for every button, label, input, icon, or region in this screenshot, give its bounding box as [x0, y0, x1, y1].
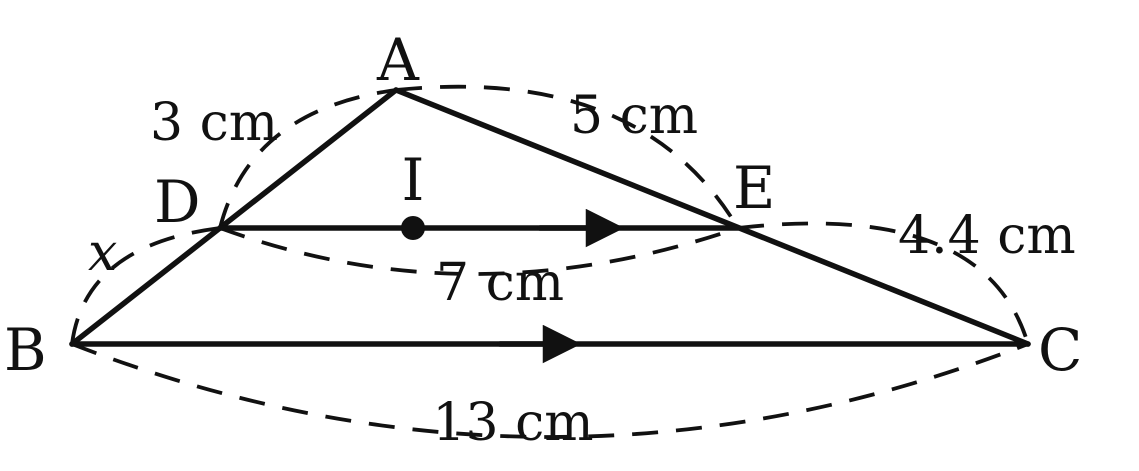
segment-ac	[393, 87, 1031, 347]
measure-db: x	[88, 223, 117, 283]
measure-bc: 13 cm	[432, 393, 593, 453]
label-a: A	[376, 26, 420, 94]
measure-ae: 5 cm	[570, 86, 698, 146]
label-e: E	[733, 154, 775, 222]
measure-de: 7 cm	[436, 253, 564, 313]
arc-de	[219, 226, 739, 276]
label-i: I	[402, 146, 425, 214]
arc-db	[70, 226, 221, 345]
point-i-dot	[401, 216, 425, 240]
arc-ad	[218, 88, 397, 229]
measure-ec: 4.4 cm	[898, 206, 1076, 266]
arc-ae	[395, 84, 740, 229]
segment-ab	[69, 87, 399, 347]
label-d: D	[154, 168, 201, 236]
measure-ad: 3 cm	[150, 93, 278, 153]
arc-ec	[737, 221, 1030, 345]
label-c: C	[1038, 316, 1082, 384]
label-b: B	[4, 316, 47, 384]
arc-bc	[71, 342, 1029, 439]
